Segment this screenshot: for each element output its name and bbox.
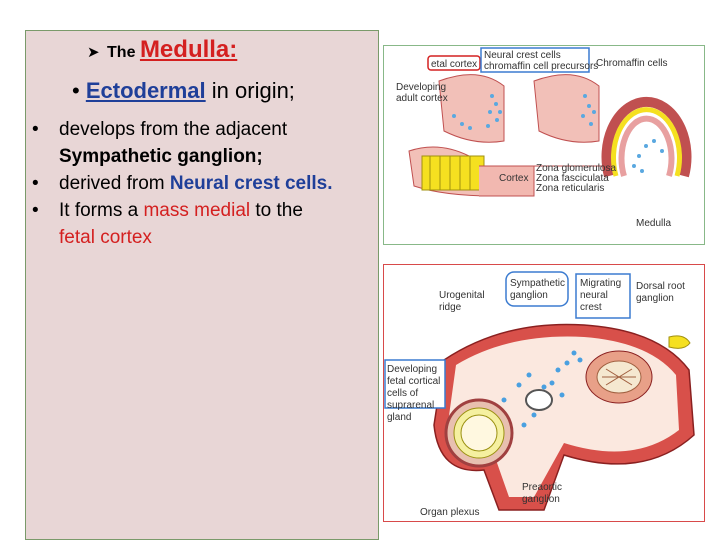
fig1-label-zona-fasciculata: Zona fasciculata [536,173,609,184]
subheading-rest: in origin; [205,78,295,103]
fig1-label-cortex: Cortex [499,173,528,184]
fig2-label-urogenital: Urogenital [439,290,485,301]
fig2-label-crest: crest [580,302,602,313]
arrow-bullet-icon: ➤ [87,44,100,61]
fig1-label-developing: Developing [396,82,446,93]
fig1-label-zona-reticularis: Zona reticularis [536,183,604,194]
fig2-label-dorsal-root: Dorsal root [636,281,685,292]
fig2-label-suprarenal: suprarenal [387,400,434,411]
bullet-item: • derived from Neural crest cells. [32,170,377,197]
fig1-label-precursors: chromaffin cell precursors [484,61,598,72]
fig2-label-neural: neural [580,290,608,301]
fig1-label-medulla: Medulla [636,218,671,229]
fig2-label-preaortic: Preaortic [522,482,562,493]
adrenal-development-figure: etal cortex Neural crest cells chromaffi… [383,45,705,245]
bullet-emph: mass medial [143,200,251,221]
fig2-label-preaortic-ganglion: ganglion [522,494,560,505]
subheading: • Ectodermal in origin; [72,78,295,104]
fig1-label-fetal-cortex: etal cortex [431,59,477,70]
fig2-label-ganglion: ganglion [510,290,548,301]
bullet-text: to the [250,200,303,221]
fig1-label-zona-glomerulosa: Zona glomerulosa [536,163,616,174]
bullet-text: derived from [59,173,170,194]
bullet-dot-icon: • [72,78,80,103]
bullet-dot-icon: • [32,173,39,194]
neural-crest-migration-figure: Sympathetic ganglion Migrating neural cr… [383,264,705,522]
adrenal-development-illustration: etal cortex Neural crest cells chromaffi… [396,47,692,229]
slide-heading: ➤ The Medulla: [87,36,237,64]
fig2-label-sympathetic: Sympathetic [510,278,565,289]
fig2-label-developing: Developing [387,364,437,375]
bullet-emph: fetal cortex [59,227,152,248]
bullet-emph: Neural crest cells. [169,173,333,194]
bullet-item: • develops from the adjacent Sympathetic… [32,116,377,170]
fig2-label-cells-of: cells of [387,388,418,399]
bullet-dot-icon: • [32,119,39,140]
fig2-label-organ-plexus: Organ plexus [420,507,479,518]
bullet-emph: Sympathetic ganglion; [59,146,263,167]
neural-crest-migration-illustration: Sympathetic ganglion Migrating neural cr… [384,271,695,518]
bullet-dot-icon: • [32,200,39,221]
heading-prefix: The [107,44,136,61]
fig1-label-chromaffin: Chromaffin cells [596,58,668,69]
fig2-label-gland: gland [387,412,411,423]
bullet-text: It forms a [59,200,144,221]
bullet-list: • develops from the adjacent Sympathetic… [32,116,377,251]
bullet-item: • It forms a mass medial to the fetal co… [32,197,377,251]
subheading-highlight: Ectodermal [85,78,206,103]
fig2-label-ridge: ridge [439,302,462,313]
fig2-label-drg-ganglion: ganglion [636,293,674,304]
fig2-label-fetal-cortical: fetal cortical [387,376,440,387]
text-panel [25,30,379,540]
bullet-text: develops from the adjacent [59,119,288,140]
fig1-label-neural-crest: Neural crest cells [484,50,561,61]
heading-title: Medulla: [139,36,238,63]
fig1-label-adult-cortex: adult cortex [396,93,448,104]
fig2-label-migrating: Migrating [580,278,621,289]
